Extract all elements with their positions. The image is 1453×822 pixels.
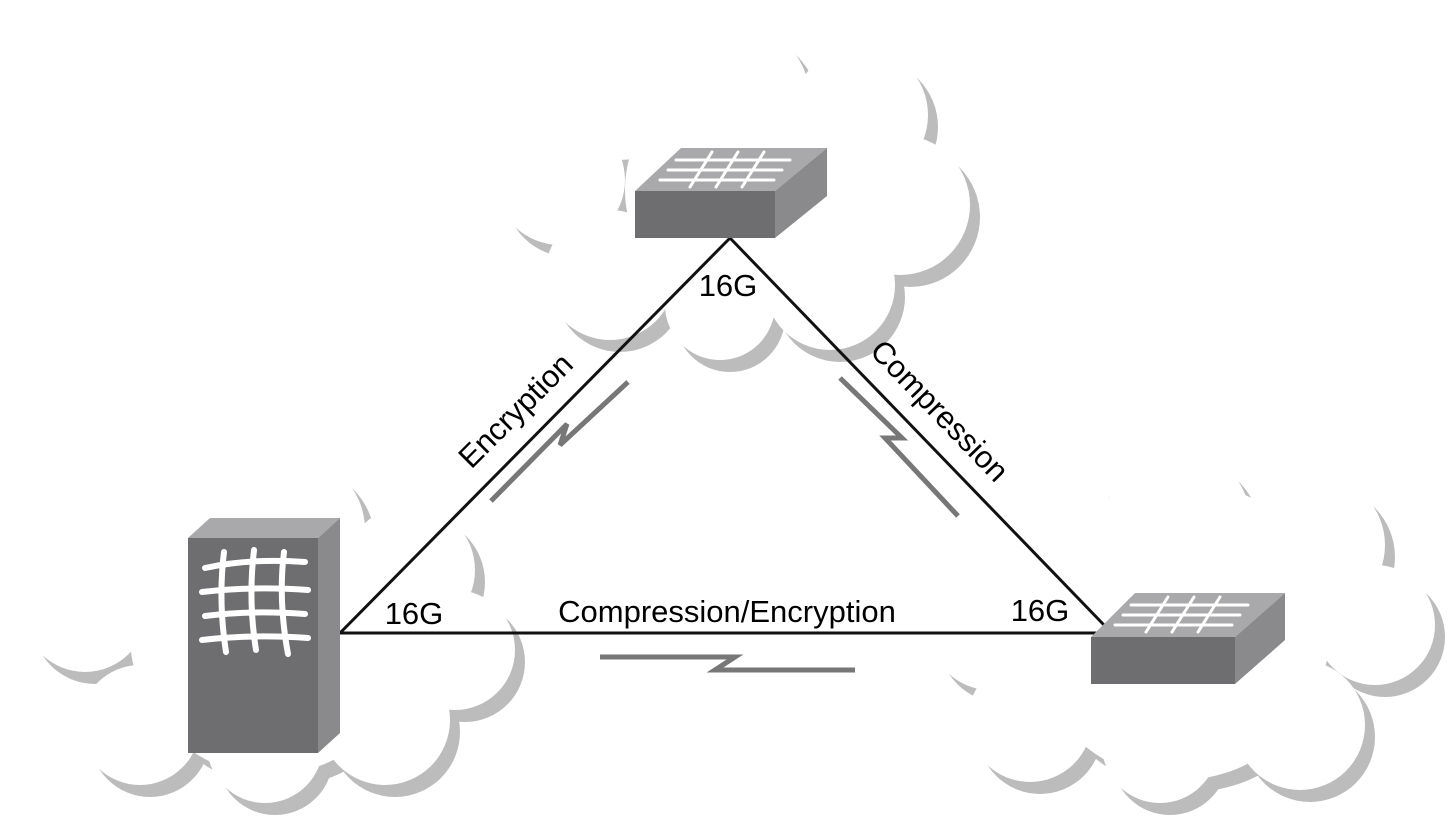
link-label-compression-encryption: Compression/Encryption (558, 594, 896, 629)
fabric-director-icon (188, 518, 340, 753)
link-left-top (338, 236, 732, 635)
port-speed-right: 16G (1011, 593, 1070, 628)
isl-links (338, 236, 1106, 635)
link-label-compression: Compression (864, 333, 1016, 489)
wan-bolt-left (489, 380, 630, 503)
wan-bolt-bottom (600, 654, 855, 673)
lightning-bolt-icon (489, 376, 960, 673)
link-top-right (728, 236, 1106, 627)
wan-bolt-right (838, 376, 960, 518)
port-speed-left: 16G (385, 596, 444, 631)
fabric-switch-icon (1091, 593, 1285, 684)
port-speed-top: 16G (699, 268, 758, 303)
right-cloud (930, 450, 1445, 815)
fabric-switch-icon (635, 148, 827, 238)
